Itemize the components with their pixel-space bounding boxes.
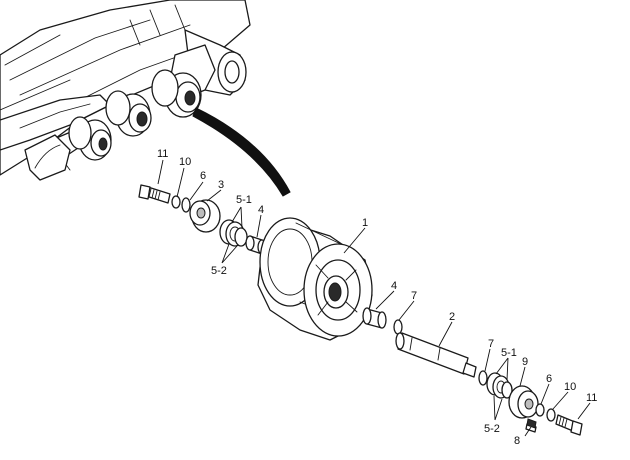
callout-6-left: 6 (200, 170, 206, 182)
oring-right-2 (478, 370, 488, 386)
oring-right-1 (393, 319, 403, 335)
plug (526, 418, 537, 429)
cap-left (189, 199, 221, 233)
callout-7-lower: 7 (488, 338, 494, 350)
oring-right-3 (535, 403, 545, 417)
callout-5-2-right: 5-2 (484, 423, 500, 435)
bolt-left (138, 184, 171, 204)
callout-5-2-left: 5-2 (211, 265, 227, 277)
seal-left (219, 219, 248, 247)
callout-7-upper: 7 (411, 290, 417, 302)
callout-11-left: 11 (157, 148, 168, 160)
washer-left (171, 195, 181, 209)
callout-10-left: 10 (179, 156, 191, 168)
leader-lines (157, 159, 591, 437)
bolt-right (555, 414, 583, 436)
callout-11-right: 11 (586, 392, 597, 404)
washer-right (546, 408, 556, 422)
callout-arrow (192, 107, 291, 197)
callout-8: 8 (514, 435, 520, 447)
callout-4-left: 4 (258, 204, 264, 216)
frame-roller-1 (151, 69, 202, 118)
callout-5-1-left: 5-1 (236, 194, 252, 206)
callout-9: 9 (522, 356, 528, 368)
bushing-right (362, 307, 387, 329)
frame-roller-3 (68, 116, 112, 161)
track-frame (0, 0, 251, 181)
seal-right (486, 372, 513, 399)
callout-labels: 11 10 6 3 5-1 4 5-2 1 4 7 2 7 5-1 9 6 10… (157, 148, 597, 447)
callout-2: 2 (449, 311, 455, 323)
callout-10-right: 10 (564, 381, 576, 393)
shaft (395, 332, 477, 378)
oring-left (181, 197, 191, 213)
callout-1: 1 (362, 217, 368, 229)
callout-4-right: 4 (391, 280, 397, 292)
callout-3: 3 (218, 179, 224, 191)
frame-roller-2 (105, 90, 152, 137)
track-roller (257, 217, 373, 341)
callout-6-right: 6 (546, 373, 552, 385)
callout-5-1-right: 5-1 (501, 347, 517, 359)
